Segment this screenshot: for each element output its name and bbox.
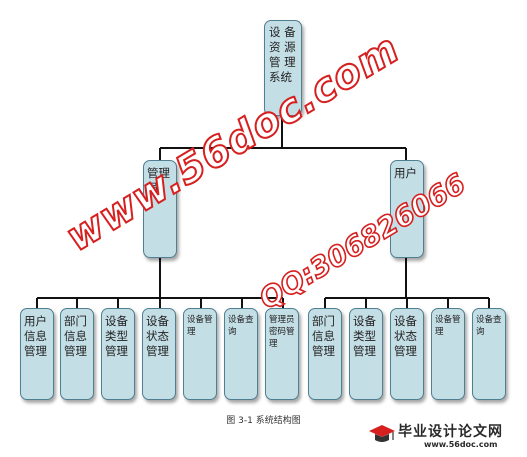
admin-child-device-type: 设备类型管理 — [101, 308, 135, 400]
user-child-device-query: 设备查询 — [472, 308, 506, 400]
user-child-dept-info: 部门信息管理 — [308, 308, 342, 400]
branch-node-admin: 管理员 — [143, 160, 177, 258]
admin-child-device-status: 设备状态管理 — [142, 308, 176, 400]
branch-node-user: 用户 — [390, 160, 424, 258]
admin-child-password-manage: 管理员密码管理 — [265, 308, 299, 400]
logo-url: www.56doc.com — [424, 440, 498, 449]
root-node: 设 备资 源管 理系统 — [264, 20, 302, 116]
user-child-device-manage: 设备管理 — [431, 308, 465, 400]
logo-name: 毕业设计论文网 — [398, 424, 503, 440]
admin-child-device-query: 设备查询 — [224, 308, 258, 400]
admin-child-device-manage: 设备管理 — [183, 308, 217, 400]
user-child-device-type: 设备类型管理 — [349, 308, 383, 400]
logo-graduation-icon — [369, 425, 395, 442]
admin-child-dept-info: 部门信息管理 — [60, 308, 94, 400]
site-logo: 毕业设计论文网 www.56doc.com — [368, 421, 524, 455]
admin-child-user-info: 用户信息管理 — [20, 308, 54, 400]
user-child-device-status: 设备状态管理 — [390, 308, 424, 400]
figure-caption: 图 3-1 系统结构图 — [226, 416, 301, 426]
